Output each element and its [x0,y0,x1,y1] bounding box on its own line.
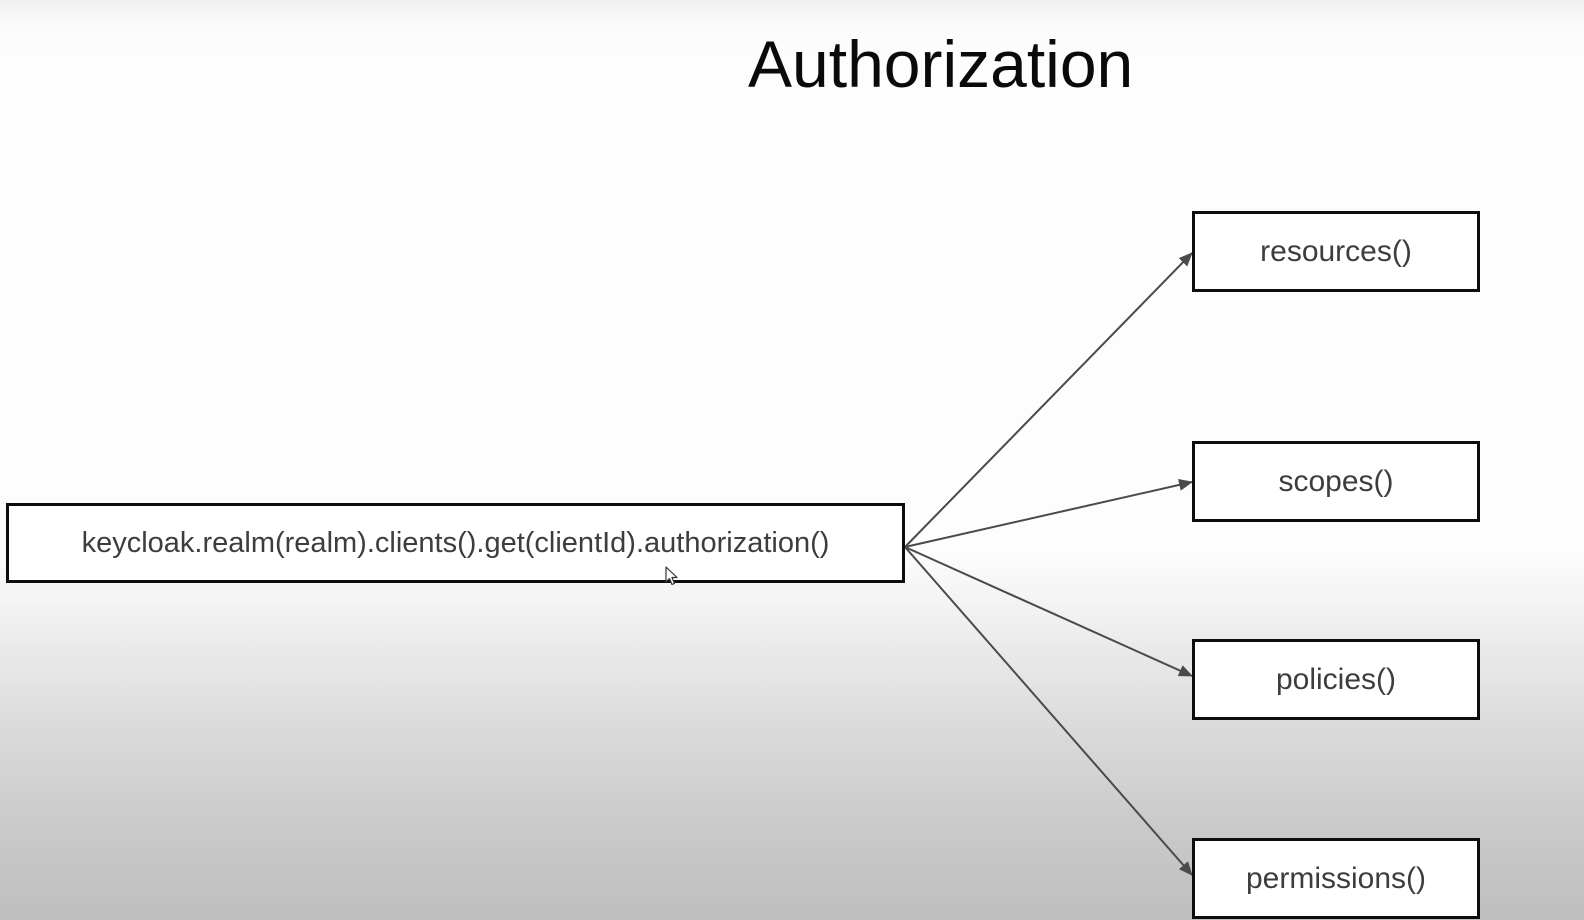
arrow-to-resources [904,252,1193,548]
diagram-title: Authorization [748,27,1134,101]
policies-label: policies() [1275,662,1397,696]
scopes-label: scopes() [1278,464,1394,498]
permissions-box: permissions() [1192,838,1480,919]
arrow-to-permissions [904,546,1193,876]
policies-box: policies() [1192,639,1480,720]
authorization-call-box: keycloak.realm(realm).clients().get(clie… [6,503,905,583]
mouse-pointer-icon [665,566,678,586]
resources-box: resources() [1192,211,1480,292]
authorization-call-label: keycloak.realm(realm).clients().get(clie… [81,526,830,559]
scopes-box: scopes() [1192,441,1480,522]
permissions-label: permissions() [1245,861,1427,895]
arrow-to-scopes [904,479,1193,548]
resources-label: resources() [1260,234,1412,268]
arrow-to-policies [904,546,1193,677]
